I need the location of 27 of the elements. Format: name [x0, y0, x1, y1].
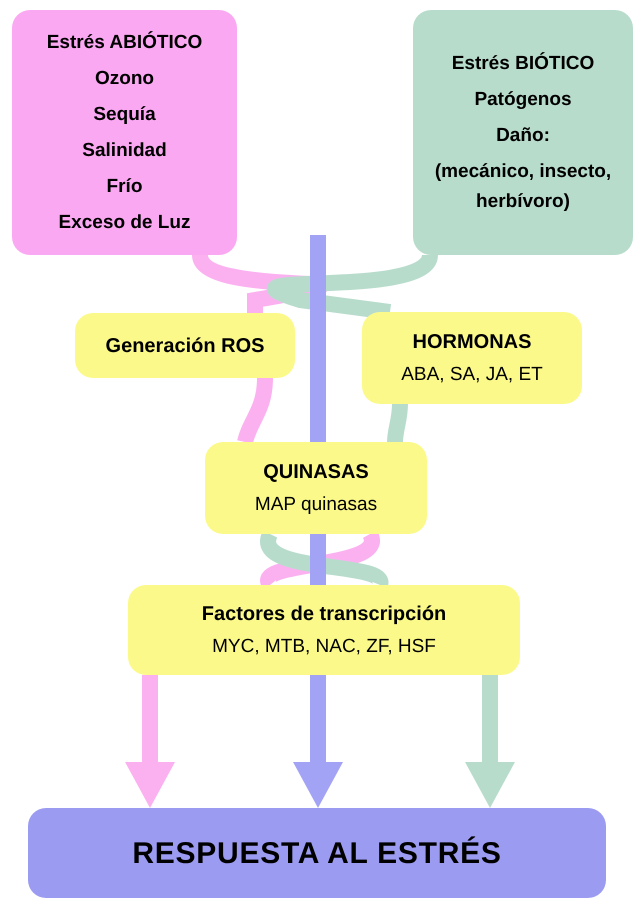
- process-box: [413, 10, 633, 255]
- box-heading: Factores de transcripción: [202, 602, 446, 627]
- box-heading: QUINASAS: [263, 460, 369, 485]
- box-text: Sequía: [93, 102, 156, 126]
- box-text: (mecánico, insecto, herbívoro): [434, 160, 612, 214]
- box-text: Patógenos: [474, 88, 572, 112]
- process-box: [362, 312, 582, 404]
- box-text: Daño:: [496, 124, 550, 148]
- ribbon-arrow: [465, 675, 515, 808]
- box-text: ABA, SA, JA, ET: [401, 362, 543, 387]
- box-text: Frío: [106, 174, 142, 198]
- process-box: [205, 442, 427, 534]
- process-box: [128, 585, 520, 675]
- ribbon-arrow: [125, 675, 175, 808]
- box-text: MAP quinasas: [254, 492, 378, 517]
- box-heading: Estrés BIÓTICO: [452, 51, 594, 76]
- box-text: Exceso de Luz: [58, 210, 190, 234]
- box-text: MYC, MTB, NAC, ZF, HSF: [212, 634, 436, 659]
- box-heading: RESPUESTA AL ESTRÉS: [132, 835, 502, 872]
- box-text: Salinidad: [82, 138, 167, 162]
- box-text: Ozono: [94, 66, 154, 90]
- box-heading: Generación ROS: [106, 334, 264, 358]
- box-heading: Estrés ABIÓTICO: [46, 30, 202, 54]
- process-box: [12, 10, 237, 255]
- box-heading: HORMONAS: [412, 330, 532, 355]
- response-box: [28, 808, 606, 898]
- process-box: [75, 313, 295, 378]
